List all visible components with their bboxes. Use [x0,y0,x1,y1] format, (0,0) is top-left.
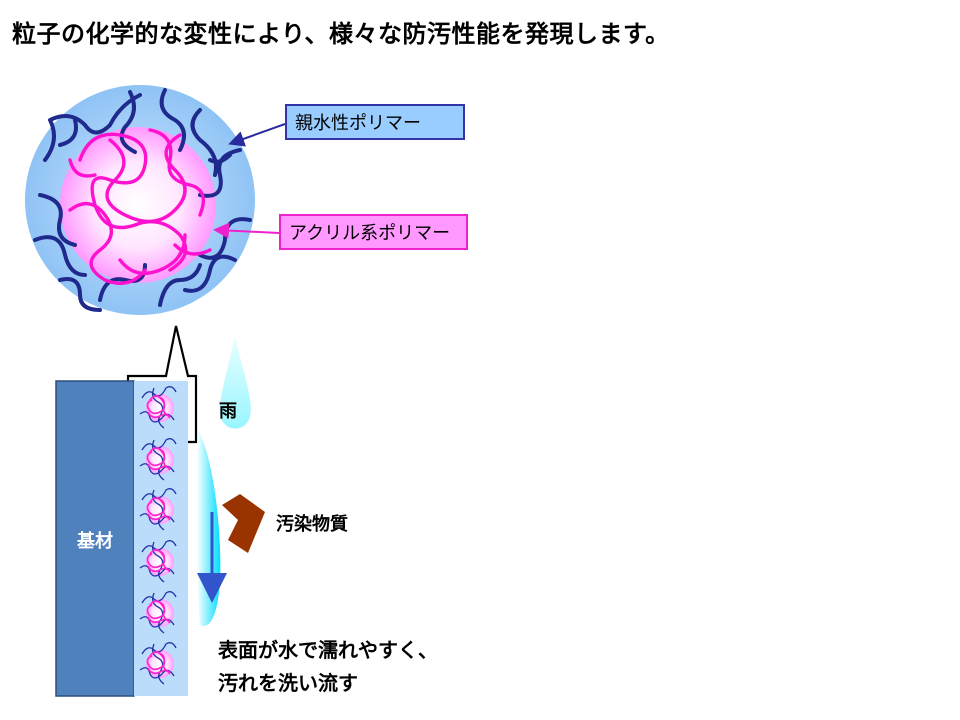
hydrophilic-polymer-label: 親水性ポリマー [285,104,465,140]
acrylic-polymer-chains [68,128,212,285]
substrate-block [55,380,135,697]
rain-label: 雨 [219,401,237,422]
water-film [196,430,221,626]
particle-core [60,127,216,283]
hydrophilic-polymer-chains [33,88,252,312]
description-line-2: 汚れを洗い流す [218,671,358,695]
acrylic-polymer-label: アクリル系ポリマー [279,214,468,250]
substrate-label: 基材 [77,531,113,552]
hydrophilic-pointer-arrow [228,123,286,147]
contaminant-label: 汚染物質 [276,514,348,535]
raindrop-icon [219,335,251,429]
description-line-1: 表面が水で濡れやすく、 [218,638,438,662]
large-particle [25,85,255,315]
acrylic-pointer-arrow [213,222,280,239]
contaminant-icon [222,494,265,553]
slide-title: 粒子の化学的な変性により、様々な防汚性能を発現します。 [12,20,670,48]
